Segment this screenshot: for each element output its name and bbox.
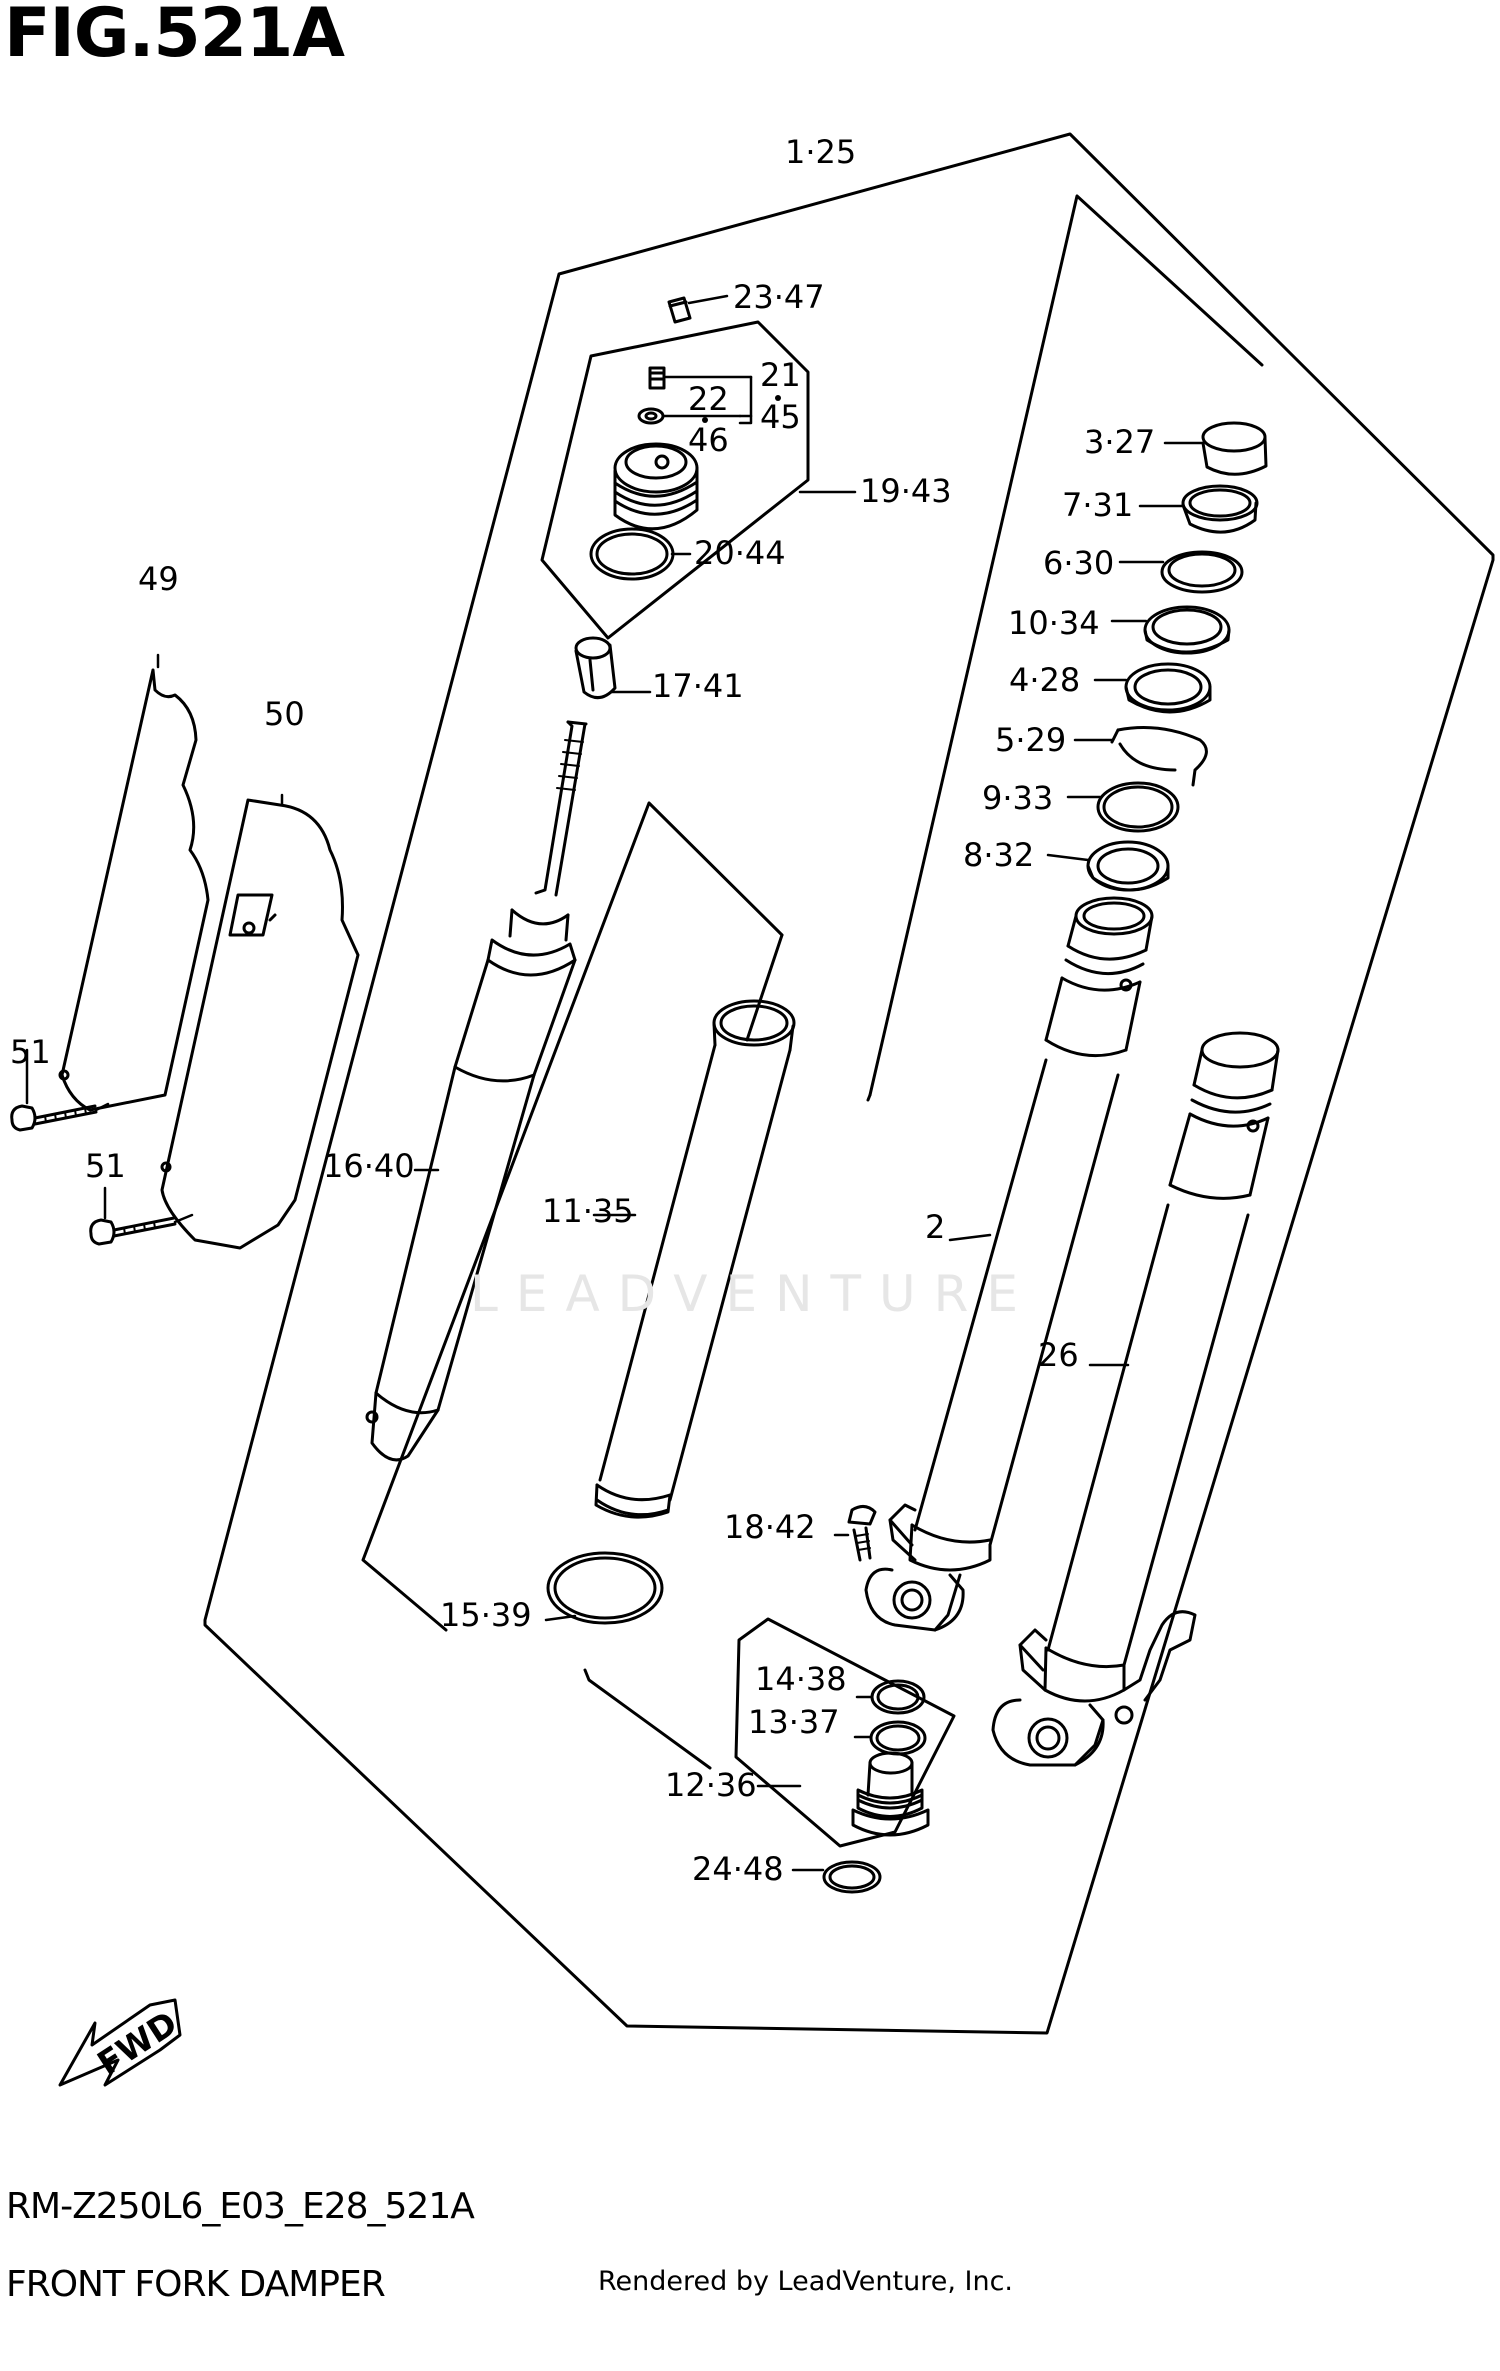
part-21-screw[interactable] bbox=[648, 366, 753, 390]
figure-code: RM-Z250L6_E03_E28_521A bbox=[6, 2186, 475, 2227]
figure-title: FIG.521A bbox=[4, 0, 345, 73]
callout-49: 49 bbox=[138, 560, 179, 598]
base-valve-box bbox=[734, 1617, 956, 1848]
part-11-35-tube[interactable] bbox=[592, 999, 796, 1519]
callout-19-43: 19·43 bbox=[860, 472, 952, 510]
callout-21: 21 bbox=[760, 356, 801, 394]
part-9-33-ring[interactable] bbox=[1066, 781, 1180, 833]
callout-50: 50 bbox=[264, 695, 305, 733]
callout-14-38: 14·38 bbox=[755, 1660, 847, 1698]
callout-7-31: 7·31 bbox=[1062, 486, 1133, 524]
callout-22: 22 bbox=[688, 380, 729, 418]
callout-51-b: 51 bbox=[85, 1147, 126, 1185]
part-5-29-clip[interactable] bbox=[1073, 726, 1208, 787]
damper-frame bbox=[361, 801, 784, 1632]
callout-51-a: 51 bbox=[10, 1033, 51, 1071]
part-24-48-ring[interactable] bbox=[791, 1860, 882, 1894]
part-49-fork-guard[interactable] bbox=[58, 653, 210, 1112]
cap-subassembly-box bbox=[540, 320, 810, 640]
callout-11-35: 11·35 bbox=[542, 1192, 634, 1230]
callout-26: 26 bbox=[1038, 1336, 1079, 1374]
part-51-bolt-b[interactable] bbox=[89, 1102, 194, 1246]
part-51-bolt-a[interactable] bbox=[10, 1048, 98, 1132]
part-4-28-oil-seal[interactable] bbox=[1093, 662, 1212, 714]
callout-13-37: 13·37 bbox=[748, 1703, 840, 1741]
callout-10-34: 10·34 bbox=[1008, 604, 1100, 642]
part-2-outer-tube[interactable] bbox=[864, 896, 1154, 1632]
part-14-38-o-ring[interactable] bbox=[855, 1679, 926, 1715]
part-12-36-base-valve[interactable] bbox=[756, 1751, 930, 1837]
part-17-41-collar[interactable] bbox=[574, 636, 652, 700]
callout-4-28: 4·28 bbox=[1009, 661, 1080, 699]
callout-12-36: 12·36 bbox=[665, 1766, 757, 1804]
callout-18-42: 18·42 bbox=[724, 1508, 816, 1546]
fork-outline bbox=[868, 194, 1264, 1097]
rendered-by: Rendered by LeadVenture, Inc. bbox=[598, 2266, 1014, 2297]
callout-45: 45 bbox=[760, 398, 801, 436]
part-10-34-washer[interactable] bbox=[1110, 605, 1231, 655]
callout-2: 2 bbox=[925, 1208, 945, 1246]
fwd-arrow-icon: FWD bbox=[58, 1998, 184, 2087]
part-26-inner-tube[interactable] bbox=[991, 1031, 1280, 1767]
part-50-fork-guard[interactable] bbox=[160, 793, 360, 1250]
figure-name: FRONT FORK DAMPER bbox=[6, 2264, 386, 2305]
assembly-outline bbox=[203, 132, 1495, 2035]
callout-23-47: 23·47 bbox=[733, 278, 825, 316]
callout-5-29: 5·29 bbox=[995, 721, 1066, 759]
part-16-40-damper-cartridge[interactable] bbox=[365, 720, 588, 1462]
callout-1-25: 1·25 bbox=[785, 133, 856, 171]
callout-3-27: 3·27 bbox=[1084, 423, 1155, 461]
part-8-32-dust-seal[interactable] bbox=[1046, 840, 1170, 892]
part-3-27-bushing[interactable] bbox=[1163, 421, 1268, 476]
part-13-37-o-ring[interactable] bbox=[853, 1720, 927, 1756]
callout-8-32: 8·32 bbox=[963, 836, 1034, 874]
part-19-43-fork-cap[interactable] bbox=[613, 442, 857, 531]
part-7-31-bushing[interactable] bbox=[1138, 484, 1259, 534]
callout-15-39: 15·39 bbox=[440, 1596, 532, 1634]
callout-20-44: 20·44 bbox=[694, 534, 786, 572]
callout-46: 46 bbox=[688, 421, 729, 459]
callout-9-33: 9·33 bbox=[982, 779, 1053, 817]
callout-17-41: 17·41 bbox=[652, 667, 744, 705]
part-22-washer[interactable] bbox=[637, 407, 742, 425]
part-20-44-o-ring[interactable] bbox=[589, 527, 692, 581]
part-18-42-bolt[interactable] bbox=[833, 1505, 877, 1562]
part-23-47-bleed-screw[interactable] bbox=[667, 294, 729, 324]
callout-24-48: 24·48 bbox=[692, 1850, 784, 1888]
callout-6-30: 6·30 bbox=[1043, 544, 1114, 582]
part-15-39-o-ring[interactable] bbox=[544, 1551, 664, 1625]
watermark: LEADVENTURE bbox=[470, 1265, 1036, 1323]
callout-16-40: 16·40 bbox=[323, 1147, 415, 1185]
part-6-30-washer[interactable] bbox=[1118, 550, 1244, 594]
